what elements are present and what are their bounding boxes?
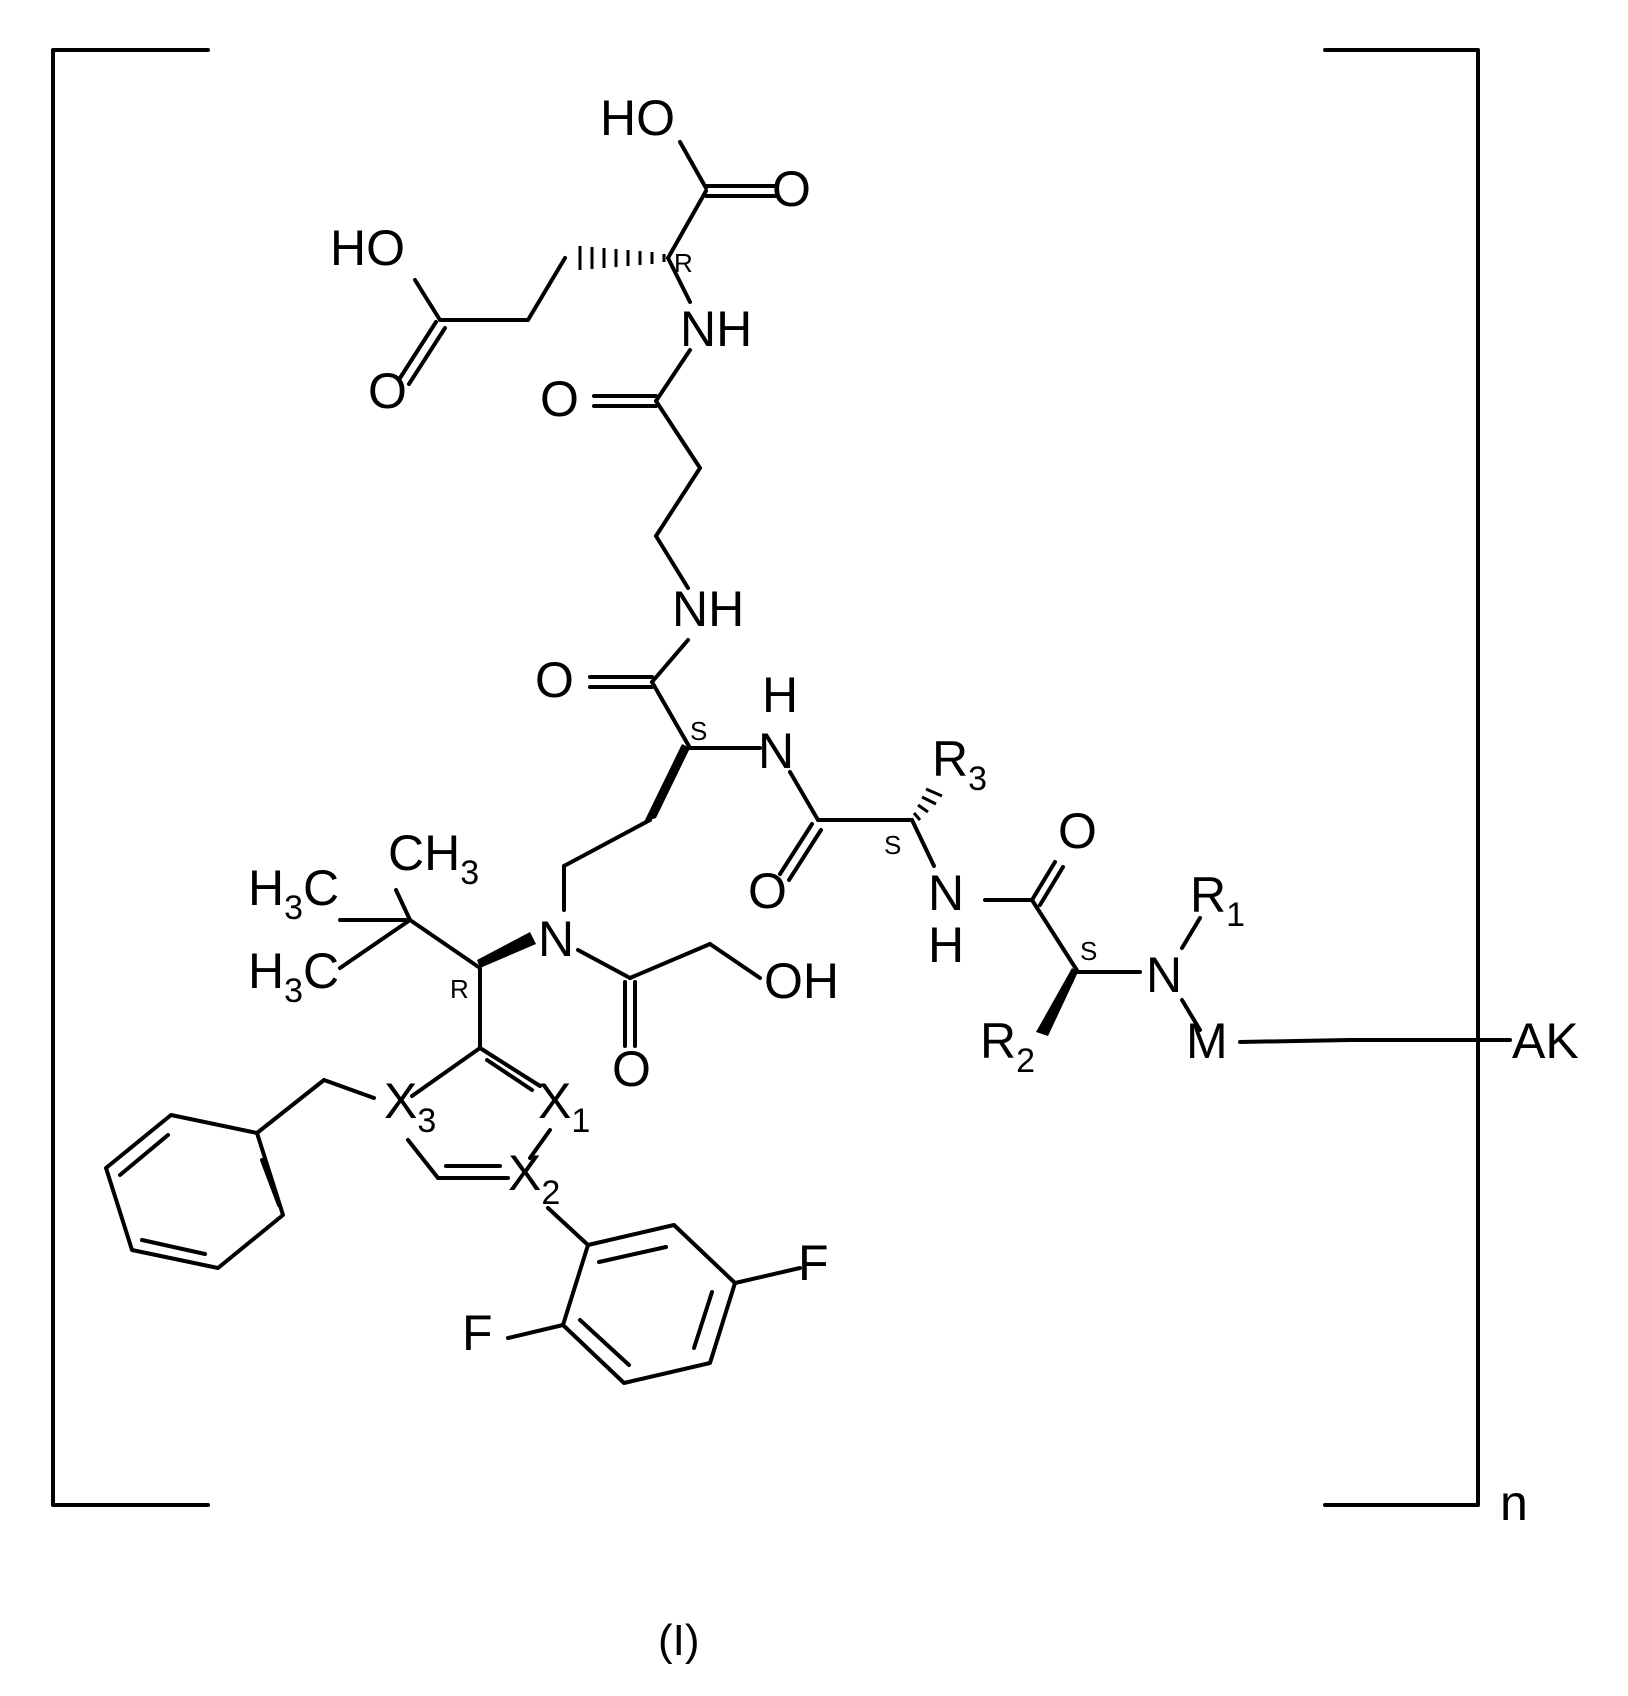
bond [412, 1048, 480, 1096]
hash-bond [926, 789, 942, 796]
bond [656, 401, 700, 468]
bond [680, 142, 706, 188]
bond [528, 258, 565, 320]
bond [324, 1080, 374, 1098]
bond [652, 682, 690, 748]
x2-label: X2 [508, 1145, 560, 1212]
stereo-descriptor-s: S [1080, 936, 1097, 966]
bond [790, 772, 818, 820]
o-amide-label: O [535, 652, 574, 708]
fluorine-label: F [798, 1235, 829, 1291]
ak-label: AK [1512, 1013, 1579, 1069]
bond [735, 1268, 800, 1283]
bond [120, 1135, 168, 1175]
bond [580, 1320, 629, 1365]
bond [415, 280, 440, 320]
bond [656, 350, 690, 401]
wedge-bond [1036, 968, 1078, 1036]
bond [340, 920, 410, 968]
m-label: M [1186, 1013, 1228, 1069]
figure-caption: (I) [658, 1616, 700, 1665]
bond [630, 944, 710, 978]
n-central-label: N [538, 911, 574, 967]
h3c-label: H3C [248, 943, 339, 1010]
bond [142, 1240, 205, 1254]
bond [408, 1140, 438, 1178]
repeat-subscript-n: n [1500, 1475, 1528, 1531]
hash-bond [918, 805, 928, 812]
bond [257, 1080, 324, 1133]
nh-label: NH [680, 301, 752, 357]
stereo-descriptor-s: S [690, 716, 707, 746]
nh-label: NH [672, 581, 744, 637]
bond [1032, 900, 1078, 972]
h3c-label: H3C [248, 860, 339, 927]
fluorine-label: F [462, 1305, 493, 1361]
bond [480, 1048, 540, 1086]
wedge-bond [644, 744, 690, 822]
right-bracket [1325, 50, 1478, 1505]
o-top-label: O [772, 161, 811, 217]
bond [564, 820, 650, 866]
stereo-descriptor-r: R [674, 248, 693, 278]
stereo-descriptor-s: S [884, 830, 901, 860]
bond [656, 468, 700, 536]
x1-label: X1 [538, 1073, 590, 1140]
ho-side-label: HO [330, 220, 405, 276]
o-keto-label: O [612, 1041, 651, 1097]
bond [1240, 1040, 1350, 1042]
bond [578, 950, 630, 978]
h-label: H [762, 667, 798, 723]
bond [694, 1292, 712, 1348]
o-amide-label: O [748, 863, 787, 919]
bond [262, 1160, 279, 1205]
bond [508, 1325, 563, 1338]
benzene-ring [106, 1115, 283, 1268]
stereo-descriptor-r: R [450, 974, 469, 1004]
oh-label: OH [764, 953, 839, 1009]
bond [396, 890, 410, 920]
n-label: N [928, 865, 964, 921]
bond [548, 1208, 588, 1245]
bond [912, 820, 934, 866]
o-side-label: O [368, 363, 407, 419]
o-amide-label: O [1058, 803, 1097, 859]
bond [1032, 862, 1055, 900]
hash-bond [922, 797, 936, 804]
ch3-label: CH3 [388, 825, 479, 892]
r3-label: R3 [932, 731, 987, 798]
ho-top-label: HO [600, 90, 675, 146]
o-amide-label: O [540, 371, 579, 427]
bond [652, 640, 688, 682]
hash-bond [914, 813, 920, 820]
bond [1040, 867, 1063, 905]
bond [710, 944, 760, 978]
h-label: H [928, 917, 964, 973]
n-label: N [758, 723, 794, 779]
n-label: N [1146, 947, 1182, 1003]
bond [410, 920, 480, 968]
r2-label: R2 [980, 1013, 1035, 1080]
wedge-bond [477, 932, 536, 968]
bond [599, 1247, 666, 1262]
left-bracket [53, 50, 208, 1505]
